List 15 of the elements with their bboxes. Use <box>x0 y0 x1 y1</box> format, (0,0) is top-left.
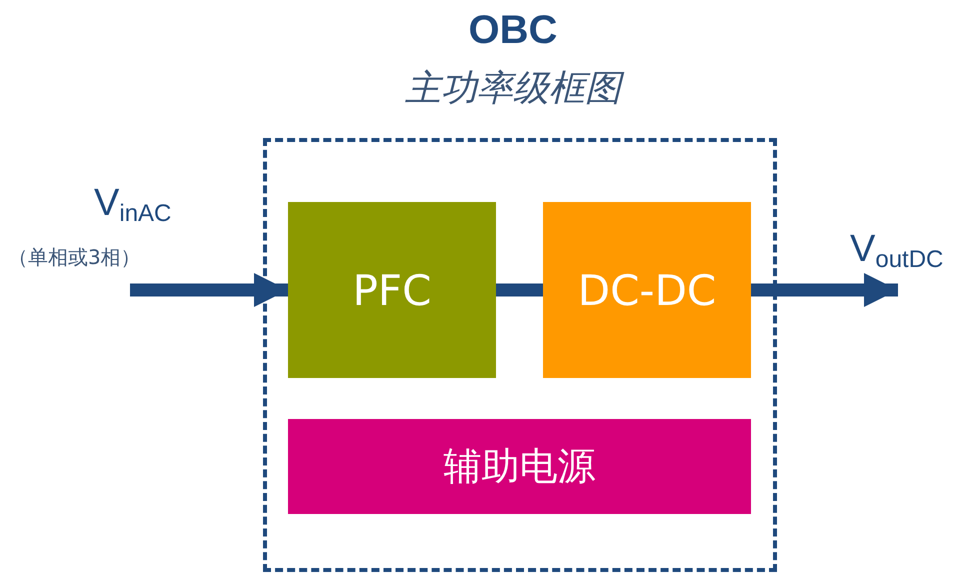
connector-line <box>496 284 543 296</box>
arrow <box>751 273 898 307</box>
block-box <box>288 202 496 378</box>
voltage-label: V$_{outDC}$ <box>850 228 944 274</box>
diagram-subtitle: 主功率级框图 <box>0 64 964 113</box>
block-label: PFC <box>352 266 432 314</box>
block-box <box>543 202 751 378</box>
block-label: 辅助电源 <box>444 443 596 490</box>
dashed-boundary-box <box>263 138 777 572</box>
note-text: （单相或3相） <box>8 244 141 271</box>
diagram-title: OBC <box>468 8 558 53</box>
block-label: DC-DC <box>578 266 716 314</box>
block-box <box>288 419 751 514</box>
voltage-label: V$_{inAC}$ <box>94 182 172 228</box>
arrow <box>130 273 288 307</box>
